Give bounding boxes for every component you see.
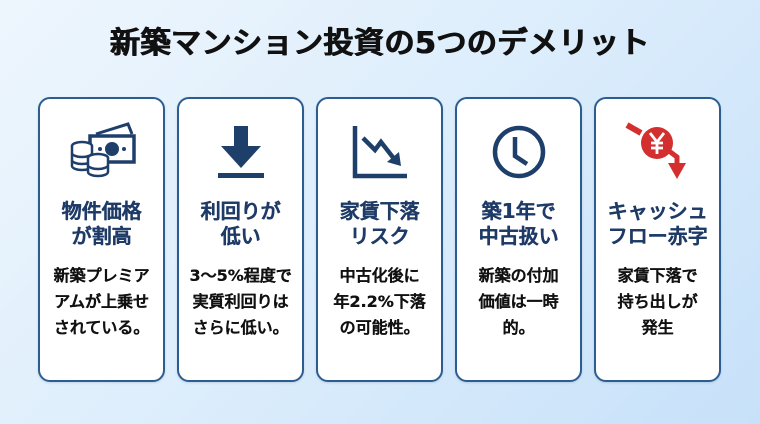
- clock-icon: [457, 117, 580, 187]
- card-used-after-one-year: 築1年で 中古扱い 新築の付加 価値は一時 的。: [455, 97, 582, 382]
- card-heading: 築1年で 中古扱い: [478, 199, 559, 248]
- card-heading: キャッシュ フロー赤字: [607, 199, 708, 248]
- card-low-yield: 利回りが 低い 3〜5%程度で 実質利回りは さらに低い。: [177, 97, 304, 382]
- download-arrow-icon: [179, 117, 302, 187]
- card-heading: 利回りが 低い: [200, 199, 281, 248]
- card-rent-decline-risk: 家賃下落 リスク 中古化後に 年2.2%下落 の可能性。: [316, 97, 443, 382]
- card-negative-cashflow: キャッシュ フロー赤字 家賃下落で 持ち出しが 発生: [594, 97, 721, 382]
- card-description: 新築の付加 価値は一時 的。: [478, 266, 559, 337]
- card-high-price: 物件価格 が割高 新築プレミア アムが上乗せ されている。: [38, 97, 165, 382]
- money-icon: [40, 117, 163, 187]
- card-heading: 物件価格 が割高: [61, 199, 142, 248]
- page-title: 新築マンション投資の5つのデメリット: [110, 26, 650, 61]
- card-description: 新築プレミア アムが上乗せ されている。: [53, 266, 150, 337]
- card-heading: 家賃下落 リスク: [339, 199, 420, 248]
- card-description: 中古化後に 年2.2%下落 の可能性。: [333, 266, 426, 337]
- declining-chart-icon: [318, 117, 441, 187]
- card-description: 家賃下落で 持ち出しが 発生: [617, 266, 698, 337]
- card-description: 3〜5%程度で 実質利回りは さらに低い。: [189, 266, 292, 337]
- yen-decline-icon: [596, 117, 719, 187]
